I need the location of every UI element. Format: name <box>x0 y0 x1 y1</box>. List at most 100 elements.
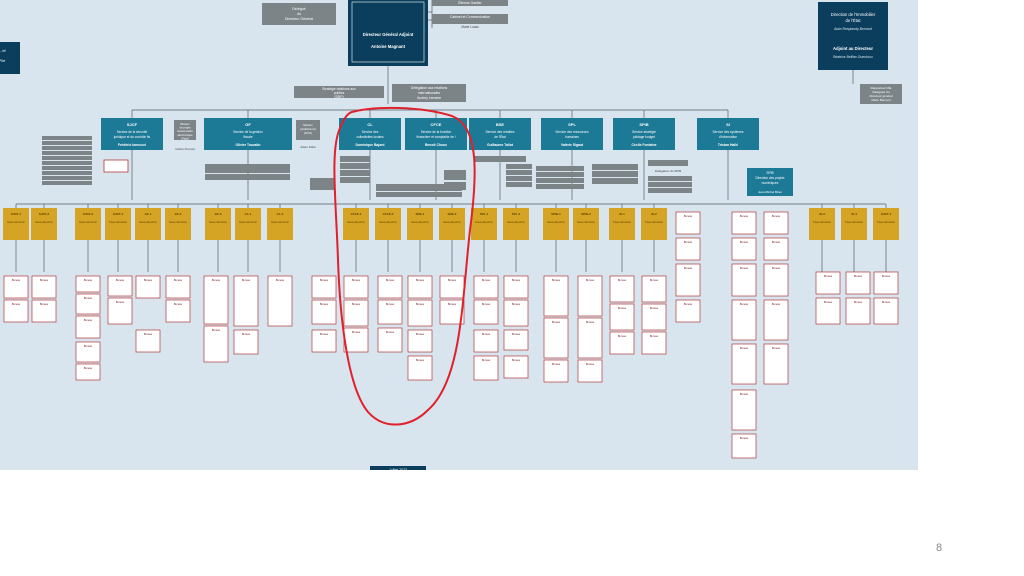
bureau-box <box>731 343 757 385</box>
bureau-box <box>107 275 133 297</box>
bureau-box <box>543 359 569 383</box>
bureau-label: Bureau <box>740 240 749 244</box>
service-box <box>339 118 401 150</box>
boxes <box>0 0 902 470</box>
right-small-label: Marie Lucas <box>461 25 479 29</box>
bureau-box <box>135 275 161 299</box>
service-box <box>405 118 467 150</box>
bureau-box <box>75 341 101 363</box>
sous-direction-code: GF-1 <box>145 212 152 216</box>
grey-list-item <box>648 160 688 166</box>
service-code: SJCF <box>127 122 138 127</box>
left-panel-box <box>0 42 20 74</box>
grey-list-item <box>340 163 370 169</box>
right-note-label: Déléguée du <box>872 90 889 94</box>
bureau-label: Bureau <box>824 274 833 278</box>
bureau-box <box>763 263 789 297</box>
sous-direction-box <box>105 208 131 240</box>
page-number: 8 <box>936 542 943 554</box>
bureau-box <box>377 275 403 299</box>
bureau-label: Bureau <box>854 300 863 304</box>
bureau-label: Bureau <box>212 328 221 332</box>
grey-list-item <box>42 176 92 180</box>
sous-direction-box <box>205 208 231 240</box>
service-title: financière et comptable de l <box>417 135 456 139</box>
bureau-label: Bureau <box>12 278 21 282</box>
right-panel-name: Alain Resplandy-Bernard <box>834 27 872 31</box>
mission-label: électronique <box>177 133 193 137</box>
sous-direction-label: Sous-direction <box>347 220 365 224</box>
sous-direction-box <box>873 208 899 240</box>
bureau-label: Bureau <box>684 240 693 244</box>
left-panel-title: …ef <box>0 48 7 53</box>
sous-direction-code: SPIB-1 <box>551 212 561 216</box>
sous-direction-label: Sous-direction <box>877 220 895 224</box>
bureau-label: Bureau <box>276 278 285 282</box>
sous-direction-label: Sous-direction <box>475 220 493 224</box>
bureau-box <box>31 299 57 323</box>
sous-direction-label: Sous-direction <box>209 220 227 224</box>
right-note-box <box>860 84 902 104</box>
bureau-label: Bureau <box>772 302 781 306</box>
right-panel-box <box>818 2 888 70</box>
bureau-box <box>731 389 757 431</box>
service-head: Cécile Fontaine <box>631 143 656 147</box>
bureau-box <box>543 275 569 317</box>
bureau-label: Bureau <box>84 296 93 300</box>
grey-list-item <box>506 182 532 187</box>
sous-direction-code: SJCF-1 <box>881 212 892 216</box>
service-head: Valérie Sigaut <box>561 143 584 147</box>
grey-list-item <box>340 170 370 176</box>
bureau-box <box>407 275 433 299</box>
bureau-label: Bureau <box>352 302 361 306</box>
service-box <box>101 118 163 150</box>
bureau-label: Bureau <box>512 278 521 282</box>
bureau-label: Bureau <box>482 332 491 336</box>
service-code: CFCE <box>431 122 442 127</box>
bureau-box <box>641 331 667 355</box>
bureau-label: Bureau <box>854 274 863 278</box>
bureau-box <box>503 299 529 327</box>
mission-label: (Vigie) <box>181 136 189 140</box>
bureau-box <box>203 325 229 363</box>
sous-direction-box <box>235 208 261 240</box>
bureau-box <box>407 299 433 327</box>
right-note-label: Directeur général <box>869 94 892 98</box>
bureau-label: Bureau <box>512 302 521 306</box>
bureau-label: Bureau <box>320 278 329 282</box>
bureau-box <box>233 275 259 327</box>
sous-direction-box <box>543 208 569 240</box>
bureau-label: Bureau <box>386 278 395 282</box>
bureau-box <box>763 211 789 235</box>
bureau-box <box>473 275 499 299</box>
bureau-box <box>75 275 101 293</box>
bureau-box <box>165 299 191 323</box>
sous-direction-box <box>343 208 369 240</box>
staff-label: Stratégie relations aux <box>322 87 356 91</box>
expertise-box <box>296 120 320 140</box>
bottom-tag-box <box>370 466 426 470</box>
bureau-box <box>763 237 789 261</box>
sous-direction-label: Sous-direction <box>271 220 289 224</box>
sous-direction-label: Sous-direction <box>507 220 525 224</box>
bureau-label: Bureau <box>650 278 659 282</box>
sous-direction-box <box>407 208 433 240</box>
bureau-box <box>577 317 603 359</box>
bureau-box <box>267 275 293 327</box>
bureau-label: Bureau <box>212 278 221 282</box>
bureau-label: Bureau <box>772 266 781 270</box>
sous-direction-label: Sous-direction <box>79 220 97 224</box>
grey-list-item <box>536 172 584 177</box>
grey-list-item <box>506 170 532 175</box>
bureau-box <box>815 297 841 325</box>
grey-list-item <box>42 146 92 150</box>
service-title: Service stratégie <box>632 130 656 134</box>
sous-direction-label: Sous-direction <box>411 220 429 224</box>
sous-direction-code: SJCF-3 <box>83 212 94 216</box>
sous-direction-label: Sous-direction <box>139 220 157 224</box>
right-panel-title: de l'État <box>846 18 862 23</box>
bureau-box <box>675 263 701 297</box>
sous-direction-code: CL-1 <box>245 212 252 216</box>
director-title: Directeur Général Adjoint <box>363 32 414 37</box>
sous-direction-box <box>641 208 667 240</box>
